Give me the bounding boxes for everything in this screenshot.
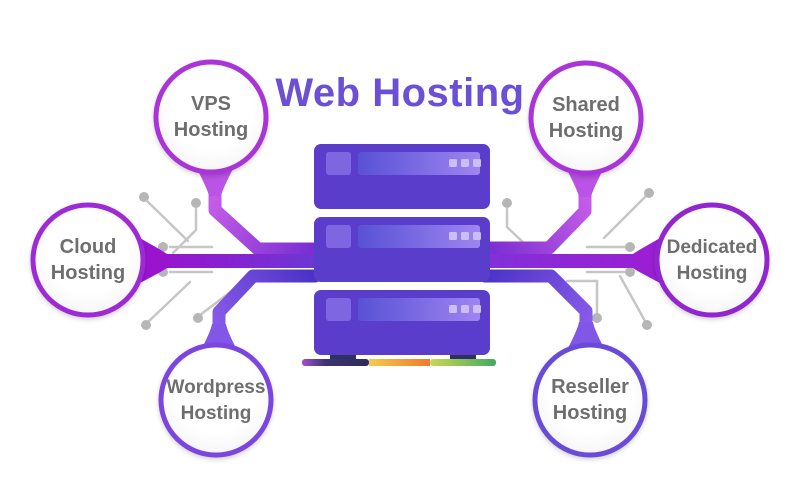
- trace-dot: [139, 192, 149, 202]
- server-led-dots: [449, 159, 481, 167]
- base-bar-green: [430, 359, 496, 366]
- server-unit-panel: [326, 225, 351, 248]
- led-dot: [461, 159, 469, 167]
- connector-wordpress: [212, 269, 322, 335]
- node-stem-flare: [138, 237, 167, 284]
- base-bar-purple: [302, 359, 369, 366]
- node-vps-circle: [153, 59, 269, 175]
- server-unit-display: [358, 298, 480, 321]
- base-bar-orange: [369, 359, 430, 366]
- trace-dot: [625, 242, 635, 252]
- node-dedicated-label-line2: Hosting: [677, 263, 748, 284]
- trace-line: [146, 280, 192, 324]
- trace-dot: [191, 198, 201, 208]
- node-reseller-label-line2: Hosting: [553, 402, 627, 424]
- trace-line: [171, 207, 198, 255]
- trace-line: [618, 274, 647, 323]
- trace-dot: [592, 313, 602, 323]
- led-dot: [473, 159, 481, 167]
- led-dot: [449, 305, 457, 313]
- node-vps-label-line2: Hosting: [174, 119, 248, 141]
- node-wordpress-circle: [158, 342, 274, 458]
- node-vps: VPS Hosting: [153, 59, 269, 196]
- node-shared: Shared Hosting: [528, 60, 644, 197]
- led-dot: [473, 305, 481, 313]
- trace-dot: [193, 313, 203, 323]
- node-wordpress-label-line2: Hosting: [181, 403, 252, 424]
- trace-dot: [141, 320, 151, 330]
- connector-shared: [478, 186, 592, 255]
- connector-vps: [208, 185, 322, 256]
- node-vps-label-line1: VPS: [191, 93, 231, 115]
- trace-dot: [644, 188, 654, 198]
- diagram-title: Web Hosting: [275, 71, 524, 115]
- led-dot: [473, 232, 481, 240]
- server-unit-3: [314, 290, 490, 355]
- node-shared-label-line2: Hosting: [549, 120, 623, 142]
- server-unit-panel: [326, 152, 351, 175]
- node-stem-flare: [633, 237, 662, 284]
- node-shared-label-line1: Shared: [552, 94, 620, 116]
- trace-dot: [625, 267, 635, 277]
- server-base-bar: [302, 359, 496, 366]
- connectors: [151, 185, 661, 335]
- node-cloud: Cloud Hosting: [30, 202, 167, 318]
- trace-line: [602, 195, 647, 240]
- server-unit-display: [358, 152, 480, 175]
- trace-dot: [642, 320, 652, 330]
- node-reseller-circle: [532, 342, 648, 458]
- led-dot: [449, 159, 457, 167]
- node-reseller-label-line1: Reseller: [551, 376, 629, 398]
- node-dedicated-circle: [654, 202, 770, 318]
- connector-reseller: [478, 269, 593, 333]
- node-dedicated: Dedicated Hosting: [633, 202, 770, 318]
- node-shared-circle: [528, 60, 644, 176]
- trace-line: [505, 207, 530, 249]
- server-illustration: [302, 144, 496, 366]
- server-unit-1: [314, 144, 490, 209]
- circuit-decorations-right: [502, 188, 700, 330]
- server-led-dots: [449, 232, 481, 240]
- node-cloud-circle: [30, 202, 146, 318]
- server-unit-2: [314, 217, 490, 282]
- trace-line: [565, 279, 599, 316]
- node-cloud-label-line1: Cloud: [60, 236, 117, 258]
- trace-dot: [158, 242, 168, 252]
- led-dot: [461, 232, 469, 240]
- led-dot: [461, 305, 469, 313]
- node-cloud-label-line2: Hosting: [51, 262, 125, 284]
- trace-line: [145, 199, 190, 243]
- trace-dot: [502, 198, 512, 208]
- led-dot: [449, 232, 457, 240]
- node-wordpress: Wordpress Hosting: [158, 324, 274, 458]
- server-led-dots: [449, 305, 481, 313]
- node-reseller: Reseller Hosting: [532, 322, 648, 458]
- node-wordpress-label-line1: Wordpress: [167, 377, 266, 398]
- server-unit-panel: [326, 298, 351, 321]
- server-unit-display: [358, 225, 480, 248]
- node-dedicated-label-line1: Dedicated: [667, 237, 758, 258]
